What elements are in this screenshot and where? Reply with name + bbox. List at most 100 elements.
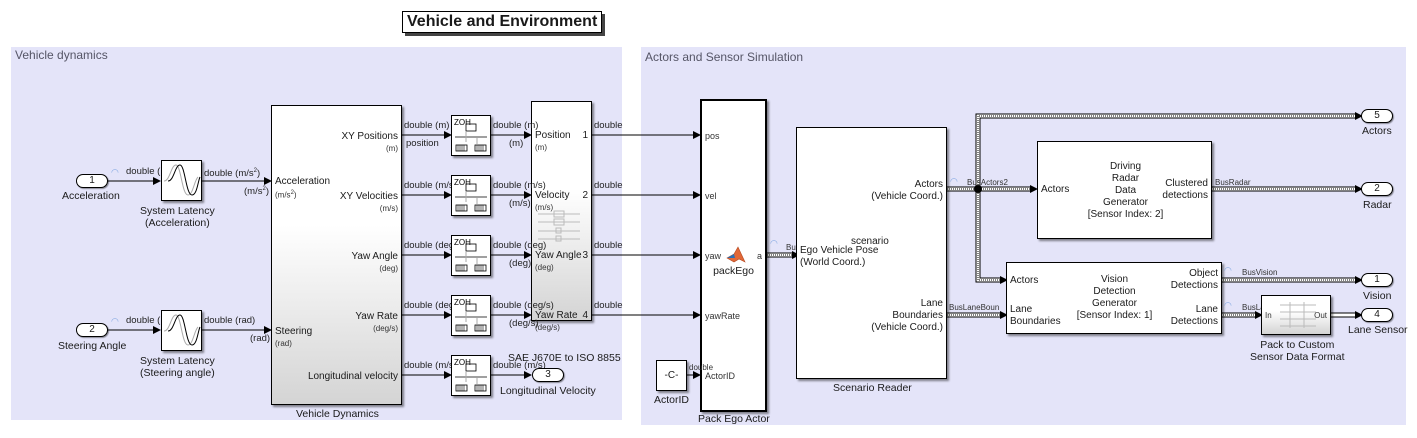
port-label: Yaw Rate bbox=[355, 311, 398, 322]
port-label: Velocity bbox=[535, 190, 570, 201]
zoh-block[interactable]: ZOH bbox=[451, 175, 491, 216]
area-title: Actors and Sensor Simulation bbox=[645, 50, 804, 64]
port-label: a bbox=[756, 251, 762, 261]
signal-label: double (deg) bbox=[404, 240, 458, 251]
signal-label: double bbox=[594, 120, 623, 131]
port-label: Actors(Vehicle Coord.) bbox=[871, 179, 943, 202]
pack-ego-actor-block[interactable]: pos vel yaw yawRate ActorID a packEgo bbox=[700, 99, 767, 412]
signal-log-icon: ◠ bbox=[1224, 265, 1232, 275]
inport-label: Steering Angle bbox=[58, 340, 127, 352]
zoh-block[interactable]: ZOH bbox=[451, 115, 491, 156]
port-num: 3 bbox=[582, 250, 588, 261]
port-unit: (m/s2) bbox=[275, 190, 297, 200]
latency-block-acceleration[interactable] bbox=[161, 160, 202, 201]
signal-label: double (m bbox=[126, 166, 169, 177]
signal-label: double (m/s) bbox=[404, 360, 457, 371]
port-num: 1 bbox=[582, 130, 588, 141]
matlab-function-icon bbox=[726, 246, 746, 263]
outport-label: Lane Sensor bbox=[1348, 324, 1408, 336]
rate-transition-icon bbox=[455, 243, 487, 272]
outport-lane-sensor[interactable]: 4 bbox=[1361, 308, 1393, 322]
block-name: System Latency(Steering angle) bbox=[140, 355, 215, 379]
signal-log-icon: ◠ bbox=[770, 238, 778, 248]
port-unit: (m/s) bbox=[535, 203, 554, 212]
area-actors-sensor: Actors and Sensor Simulation bbox=[641, 47, 1406, 425]
pack-custom-sensor-block[interactable]: In Out bbox=[1261, 295, 1331, 335]
block-center-text: scenario bbox=[851, 236, 889, 247]
sae-to-iso-block[interactable]: Position (m) 1 Velocity (m/s) 2 Yaw Angl… bbox=[531, 101, 592, 332]
area-title: Vehicle dynamics bbox=[15, 48, 108, 62]
signal-label: double (m/s2) bbox=[204, 168, 261, 180]
signal-label: (deg/s) bbox=[509, 318, 539, 329]
vehicle-dynamics-block[interactable]: Acceleration (m/s2) Steering (rad) XY Po… bbox=[271, 105, 402, 405]
port-label: Actors bbox=[1010, 275, 1039, 286]
model-title: Vehicle and Environment bbox=[402, 11, 603, 33]
port-label: Actors bbox=[1041, 184, 1070, 195]
port-label: Ego Vehicle Pose(World Coord.) bbox=[800, 245, 879, 268]
signal-log-icon: ◠ bbox=[1224, 300, 1232, 310]
bus-creator-icon bbox=[1280, 302, 1316, 328]
port-label: In bbox=[1265, 311, 1272, 320]
port-label: Position bbox=[535, 130, 571, 141]
outport-label: Vision bbox=[1363, 290, 1392, 302]
outport-radar[interactable]: 2 bbox=[1361, 182, 1393, 196]
rate-transition-icon bbox=[455, 303, 487, 332]
port-label: ActorID bbox=[705, 371, 736, 381]
actor-id-constant-block[interactable]: -C- bbox=[656, 360, 687, 391]
port-unit: (m/s) bbox=[379, 204, 398, 213]
latency-block-steering[interactable] bbox=[161, 310, 202, 351]
zoh-block[interactable]: ZOH bbox=[451, 355, 491, 396]
port-unit: (m) bbox=[386, 144, 398, 153]
signal-label: double (m/s) bbox=[404, 180, 457, 191]
port-unit: (rad) bbox=[275, 339, 292, 348]
outport-vision[interactable]: 1 bbox=[1361, 273, 1393, 287]
zoh-block[interactable]: ZOH bbox=[451, 235, 491, 276]
signal-log-icon: ◠ bbox=[111, 316, 119, 326]
branch-point bbox=[974, 185, 982, 193]
port-unit: (m) bbox=[535, 143, 547, 152]
port-unit: (deg/s) bbox=[373, 324, 398, 333]
signal-label: double bbox=[594, 180, 623, 191]
signal-label: BusLanes bbox=[1242, 303, 1278, 312]
rate-transition-icon bbox=[455, 363, 487, 392]
transport-delay-icon bbox=[163, 314, 201, 346]
zoh-label: ZOH bbox=[454, 298, 471, 307]
signal-label: double (rad) bbox=[126, 315, 178, 326]
block-name: ActorID bbox=[654, 394, 690, 406]
signal-label: double (deg/s) bbox=[493, 300, 554, 311]
port-num: 2 bbox=[582, 190, 588, 201]
signal-label: double bbox=[689, 363, 714, 372]
port-label: Yaw Angle bbox=[535, 250, 582, 261]
signal-label: (rad) bbox=[250, 333, 271, 344]
signal-label: BusRadar bbox=[1215, 178, 1251, 187]
signal-label: BusLaneBoun bbox=[949, 303, 1000, 312]
zoh-label: ZOH bbox=[454, 118, 471, 127]
signal-label: (m) bbox=[509, 138, 524, 149]
signal-label: BusActors2 bbox=[967, 178, 1008, 187]
port-label: Acceleration bbox=[275, 176, 331, 187]
signal-label: double (m/s) bbox=[493, 180, 546, 191]
outport-label: Radar bbox=[1363, 199, 1392, 211]
scenario-reader-block[interactable]: scenario Ego Vehicle Pose(World Coord.) … bbox=[796, 127, 947, 379]
inport-steering-angle[interactable]: 2 bbox=[76, 323, 108, 337]
port-unit: (deg) bbox=[379, 264, 398, 273]
signal-log-icon: ◠ bbox=[950, 176, 958, 186]
block-name: Scenario Reader bbox=[833, 382, 912, 394]
outport-actors[interactable]: 5 bbox=[1361, 109, 1393, 123]
inport-acceleration[interactable]: 1 bbox=[76, 174, 108, 188]
outport-label: Actors bbox=[1362, 125, 1392, 137]
port-label: XY Positions bbox=[341, 131, 398, 142]
zoh-block[interactable]: ZOH bbox=[451, 295, 491, 336]
signal-label: BusVision bbox=[1242, 268, 1278, 277]
outport-longitudinal-velocity[interactable]: 3 bbox=[532, 368, 564, 382]
port-unit: (deg) bbox=[535, 263, 554, 272]
